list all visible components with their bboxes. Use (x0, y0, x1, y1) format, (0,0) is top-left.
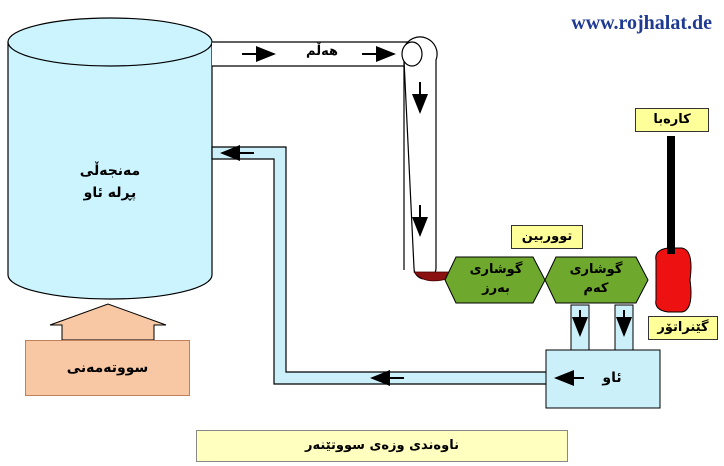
electricity-label: کارەبا (635, 108, 709, 132)
condenser-label: ئاو (602, 370, 622, 386)
low-pressure-line2: کەم (583, 281, 609, 296)
generator-label: گێنراتۆر (648, 316, 718, 340)
fuel-label: سووتەمەنی (25, 340, 190, 396)
diagram-title: ناوەندی وزەی سووتێنەر (196, 430, 568, 462)
low-pressure-label: گوشاری کەم (560, 260, 632, 298)
high-pressure-line1: گوشاری (469, 262, 523, 277)
steam-pipe (212, 36, 451, 282)
low-pressure-line1: گوشاری (569, 262, 623, 277)
turbine-label: تووربین (511, 225, 583, 249)
exhaust-pipes (570, 304, 634, 351)
condenser (545, 349, 661, 409)
high-pressure-line2: بەرز (482, 281, 510, 296)
power-line (667, 136, 675, 254)
fuel-arrow (49, 303, 167, 341)
generator (655, 247, 692, 313)
boiler-tank (7, 17, 213, 300)
tank-label-line2: پڕلە ئاو (83, 185, 137, 201)
turbine (444, 256, 649, 304)
steam-label: هەڵم (306, 44, 338, 59)
tank-label-line1: مەنجەڵی (79, 163, 141, 179)
high-pressure-label: گوشاری بەرز (460, 260, 532, 298)
low-pressure-stage (544, 256, 649, 304)
steam-nozzle (413, 271, 451, 282)
tank-label: مەنجەڵی پڕلە ئاو (60, 160, 160, 204)
website-url: www.rojhalat.de (571, 12, 712, 34)
